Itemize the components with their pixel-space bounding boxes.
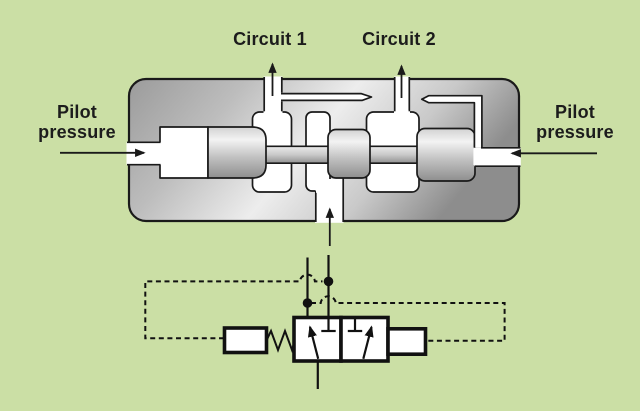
pilot-line-right-dashed (311, 295, 506, 342)
circuit2-gallery (420, 94, 521, 168)
circuit1-gallery (281, 92, 373, 102)
pilot-pressure-label-right: Pilot pressure (536, 102, 614, 142)
circuit1-label: Circuit 1 (233, 29, 307, 49)
spool-land-left (207, 126, 267, 179)
pilot-line-left-dashed (144, 273, 323, 340)
pilot-operator-box-right (386, 326, 428, 356)
spool-land-right (416, 127, 476, 182)
circuit2-label: Circuit 2 (362, 29, 436, 49)
symbol-right-box-flow-arrow (362, 325, 374, 360)
flow-arrows (60, 62, 597, 246)
spring-symbol (265, 328, 296, 354)
pilot-pressure-label-left: Pilot pressure (38, 102, 116, 142)
schematic-symbol (144, 255, 506, 389)
pilot-operator-box-left (222, 326, 269, 355)
spool (207, 126, 476, 182)
cross-section-view (60, 62, 597, 246)
pilot-channel-right (473, 146, 521, 168)
symbol-right-box-blocked-port (347, 318, 363, 333)
pilot-tap-dot-left-line (302, 298, 313, 308)
spool-land-center (327, 128, 371, 179)
symbol-left-box-blocked-port (321, 318, 336, 333)
pilot-tap-dot-right-line (323, 276, 334, 287)
circuit1-port-channel (263, 76, 283, 117)
symbol-left-box-flow-arrow (307, 325, 320, 360)
